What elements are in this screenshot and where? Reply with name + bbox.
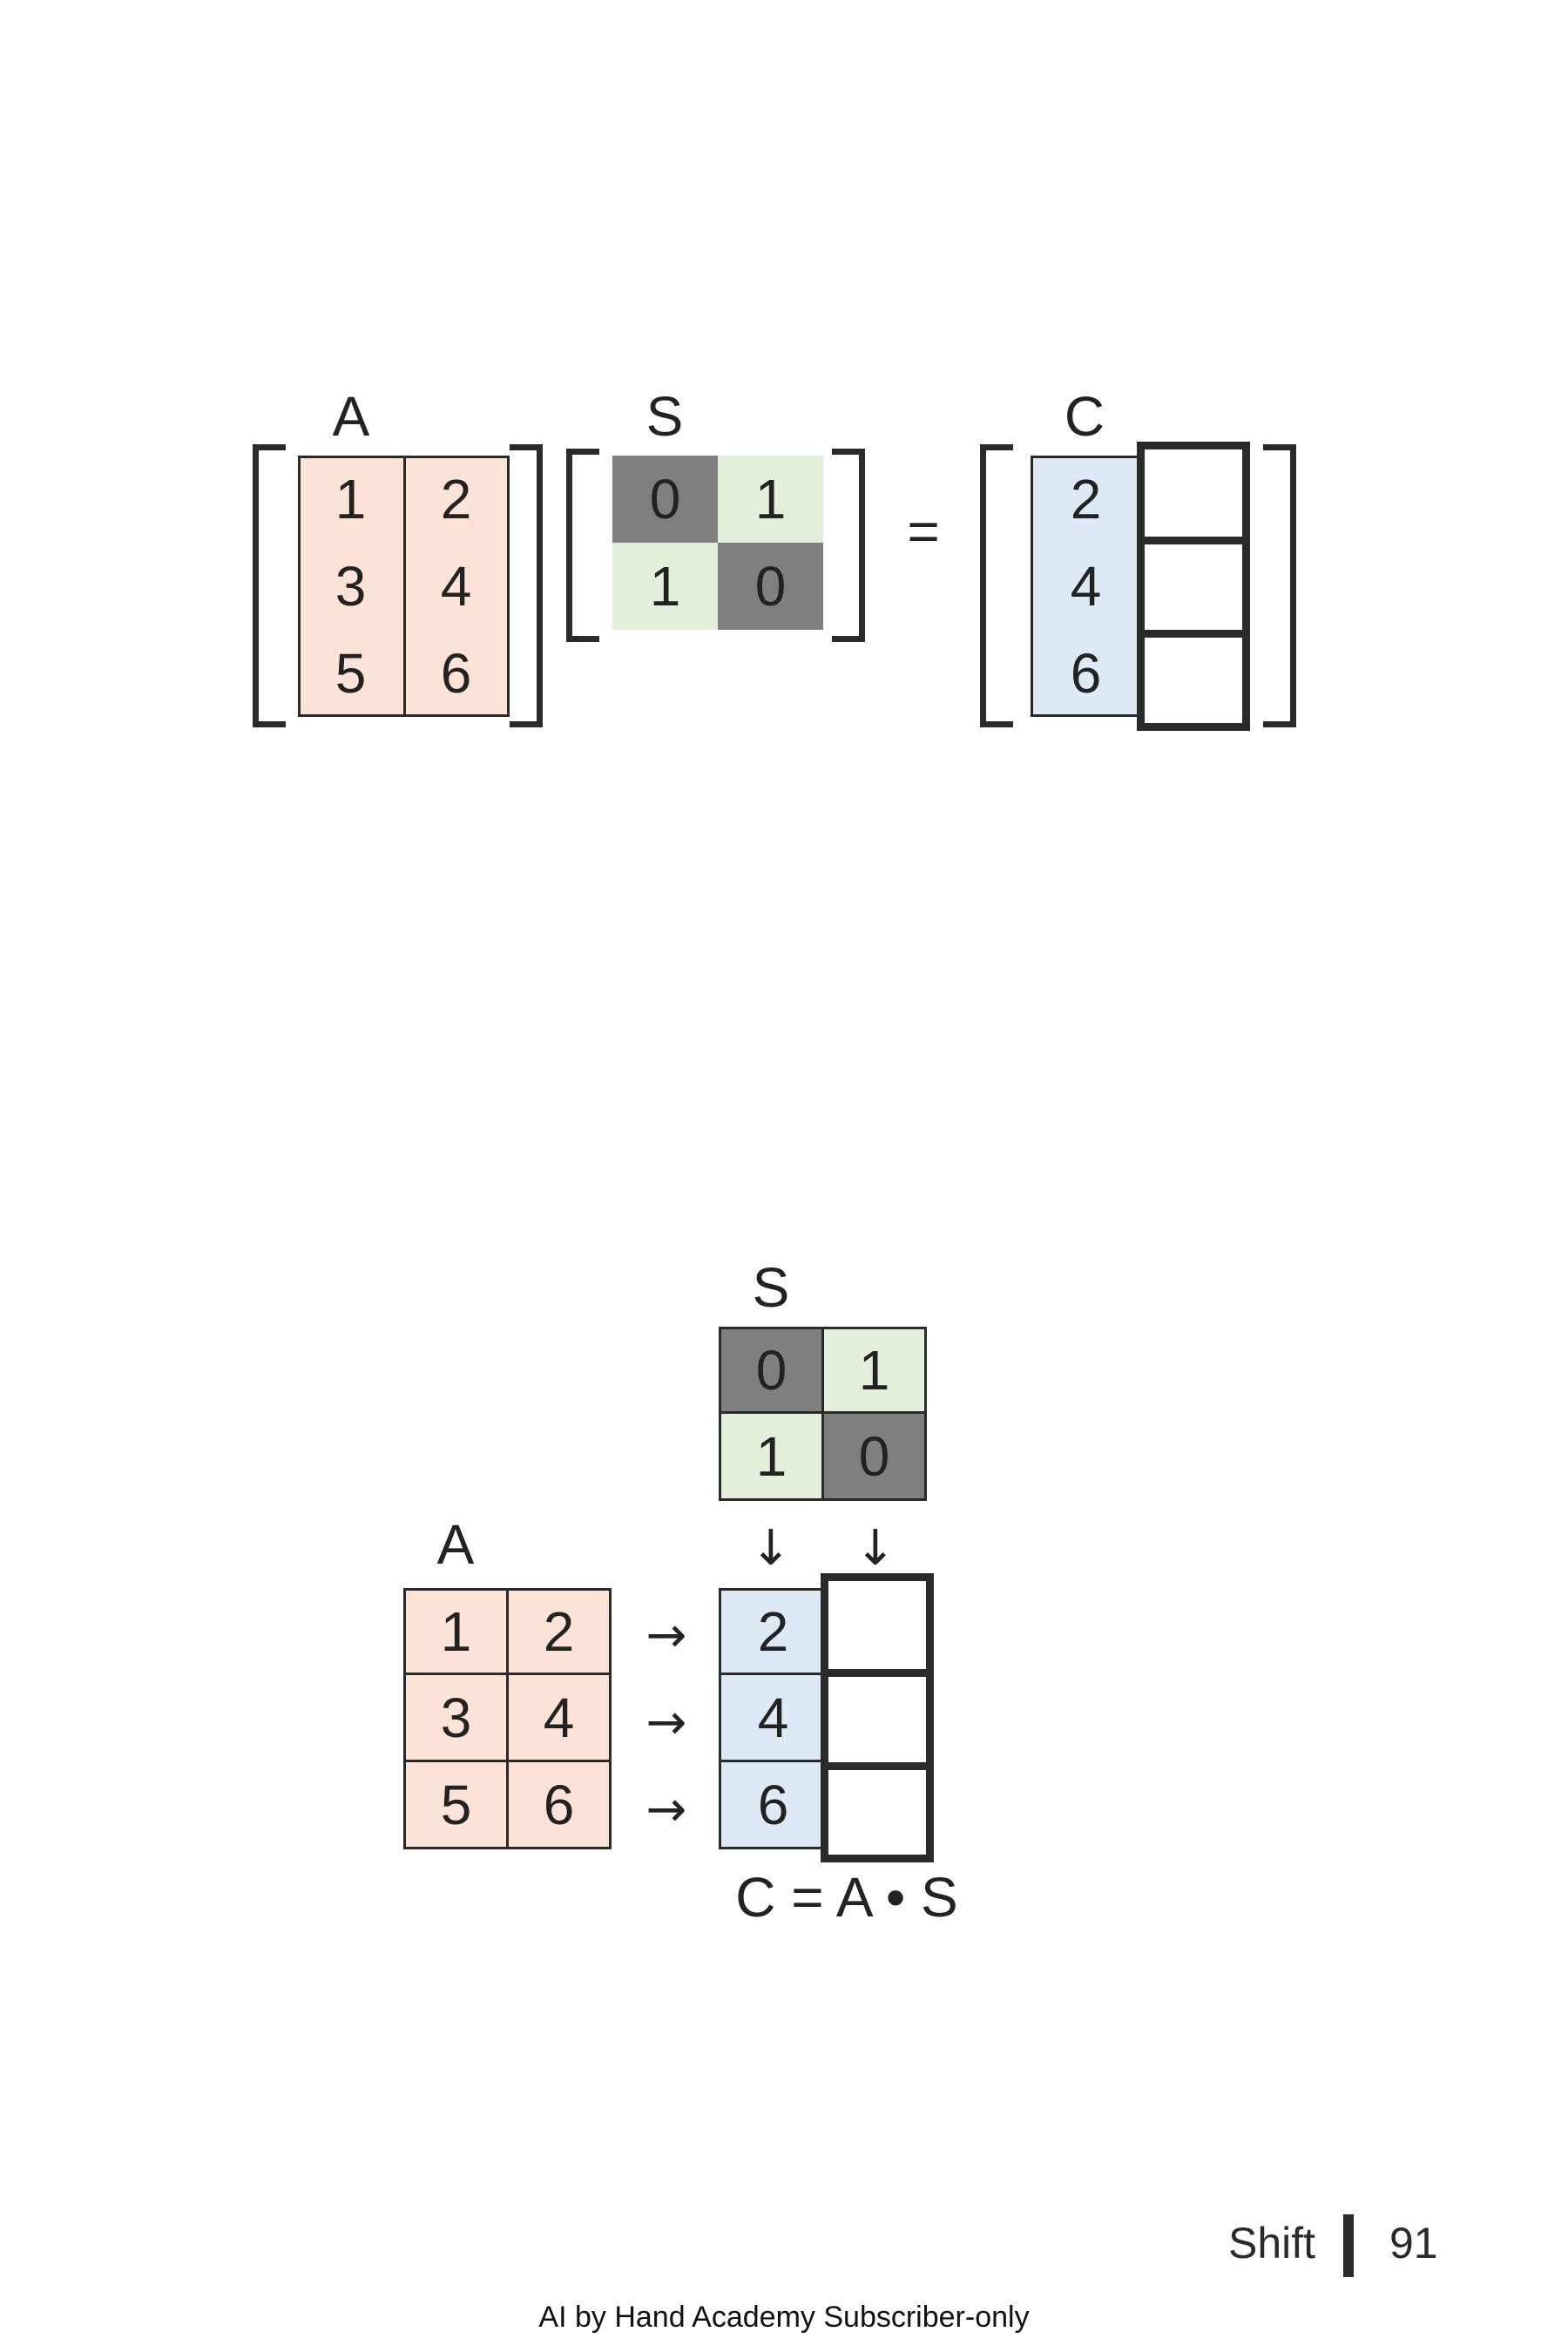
top-c-cell: 4 — [1070, 555, 1102, 618]
top-a-column-divider — [403, 458, 406, 714]
top-s-cell: 0 — [612, 456, 718, 543]
bottom-s-cell: 1 — [719, 1411, 824, 1501]
bottom-c-empty-divider — [828, 1669, 926, 1677]
top-a-right-bracket — [510, 444, 543, 727]
bottom-c-cell: 2 — [719, 1588, 828, 1675]
top-c-empty-column — [1137, 442, 1250, 731]
top-c-cell: 2 — [1070, 468, 1102, 531]
bottom-s-cell: 0 — [821, 1411, 927, 1501]
bottom-c-cell: 4 — [719, 1673, 828, 1762]
top-label-a: A — [332, 385, 370, 448]
bottom-a-cell: 4 — [506, 1673, 612, 1762]
down-arrow-icon: ↓ — [750, 1520, 792, 1577]
top-c-empty-divider — [1145, 537, 1242, 544]
top-matrix-c-column-1 — [1031, 456, 1141, 717]
right-arrow-icon: → — [645, 1781, 687, 1838]
footer-separator — [1343, 2214, 1354, 2277]
right-arrow-icon: → — [645, 1694, 687, 1751]
right-arrow-icon: → — [645, 1607, 687, 1664]
top-a-cell: 1 — [335, 468, 367, 531]
top-a-left-bracket — [253, 444, 286, 727]
top-a-cell: 5 — [335, 642, 367, 705]
top-label-s: S — [645, 385, 684, 448]
top-c-cell: 6 — [1070, 642, 1102, 705]
bottom-a-cell: 5 — [403, 1760, 509, 1849]
bottom-c-empty-column — [821, 1573, 934, 1862]
bottom-s-cell: 1 — [821, 1327, 927, 1414]
page-number: 91 — [1389, 2219, 1438, 2268]
down-arrow-icon: ↓ — [855, 1520, 896, 1577]
footer-credit: AI by Hand Academy Subscriber-only — [538, 2301, 1030, 2334]
section-title: Shift — [1228, 2219, 1316, 2268]
top-a-cell: 2 — [440, 468, 472, 531]
bottom-a-cell: 6 — [506, 1760, 612, 1849]
top-label-c: C — [1064, 385, 1105, 448]
formula-label: C = A • S — [735, 1866, 958, 1929]
bottom-c-empty-divider — [828, 1762, 926, 1770]
bottom-a-cell: 1 — [403, 1588, 509, 1675]
bottom-a-cell: 3 — [403, 1673, 509, 1762]
bottom-s-cell: 0 — [719, 1327, 824, 1414]
top-s-cell: 1 — [718, 456, 823, 543]
top-c-left-bracket — [980, 444, 1013, 727]
top-s-cell: 1 — [612, 543, 718, 630]
top-s-cell: 0 — [718, 543, 823, 630]
top-c-right-bracket — [1263, 444, 1296, 727]
bottom-c-cell: 6 — [719, 1760, 828, 1849]
bottom-label-a: A — [436, 1513, 475, 1576]
top-c-empty-divider — [1145, 630, 1242, 638]
top-s-left-bracket — [566, 449, 599, 642]
bottom-label-s: S — [752, 1256, 790, 1319]
bottom-a-cell: 2 — [506, 1588, 612, 1675]
top-s-right-bracket — [832, 449, 865, 642]
top-a-cell: 6 — [440, 642, 472, 705]
equals-sign: = — [907, 500, 940, 563]
top-matrix-a — [298, 456, 510, 717]
top-a-cell: 3 — [335, 555, 367, 618]
top-a-cell: 4 — [440, 555, 472, 618]
